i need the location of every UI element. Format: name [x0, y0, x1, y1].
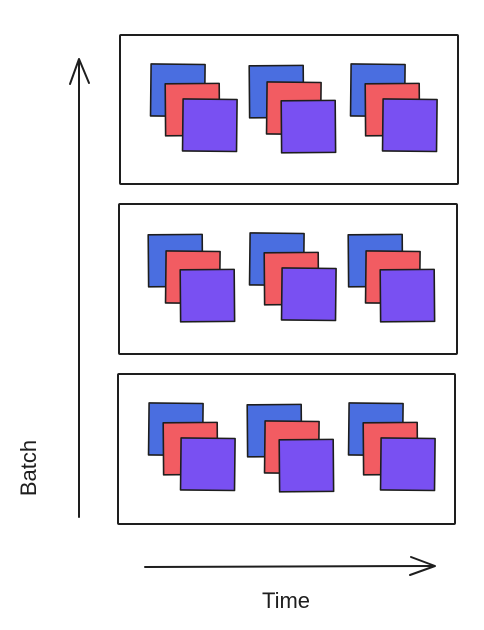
- time-step-stack: [248, 232, 337, 322]
- time-step-stack: [147, 233, 236, 323]
- frame-square: [181, 98, 238, 153]
- time-step-stack: [349, 63, 438, 153]
- time-axis-arrow: [144, 556, 436, 576]
- batch-axis-label: Batch: [16, 439, 41, 497]
- frame-square: [280, 267, 337, 322]
- batch-box: [119, 34, 459, 185]
- batch-box: [118, 203, 458, 355]
- time-step-stack: [246, 403, 335, 493]
- batch-group: [118, 203, 458, 355]
- frame-square: [379, 437, 436, 492]
- batch-group: [119, 34, 459, 185]
- time-step-stack: [347, 402, 436, 492]
- frame-square: [379, 268, 436, 323]
- batch-axis-arrow: [69, 58, 90, 518]
- batches-layer: [117, 34, 459, 525]
- time-step-stack: [347, 233, 436, 323]
- time-step-stack: [248, 64, 337, 154]
- frame-square: [179, 268, 236, 323]
- time-step-stack: [147, 402, 236, 492]
- time-step-stack: [149, 63, 238, 153]
- time-axis-label: Time: [261, 588, 311, 613]
- frame-square: [280, 99, 337, 154]
- frame-square: [278, 438, 335, 493]
- batch-box: [117, 373, 456, 525]
- frame-square: [381, 98, 438, 153]
- batch-group: [117, 373, 456, 525]
- frame-square: [179, 437, 236, 492]
